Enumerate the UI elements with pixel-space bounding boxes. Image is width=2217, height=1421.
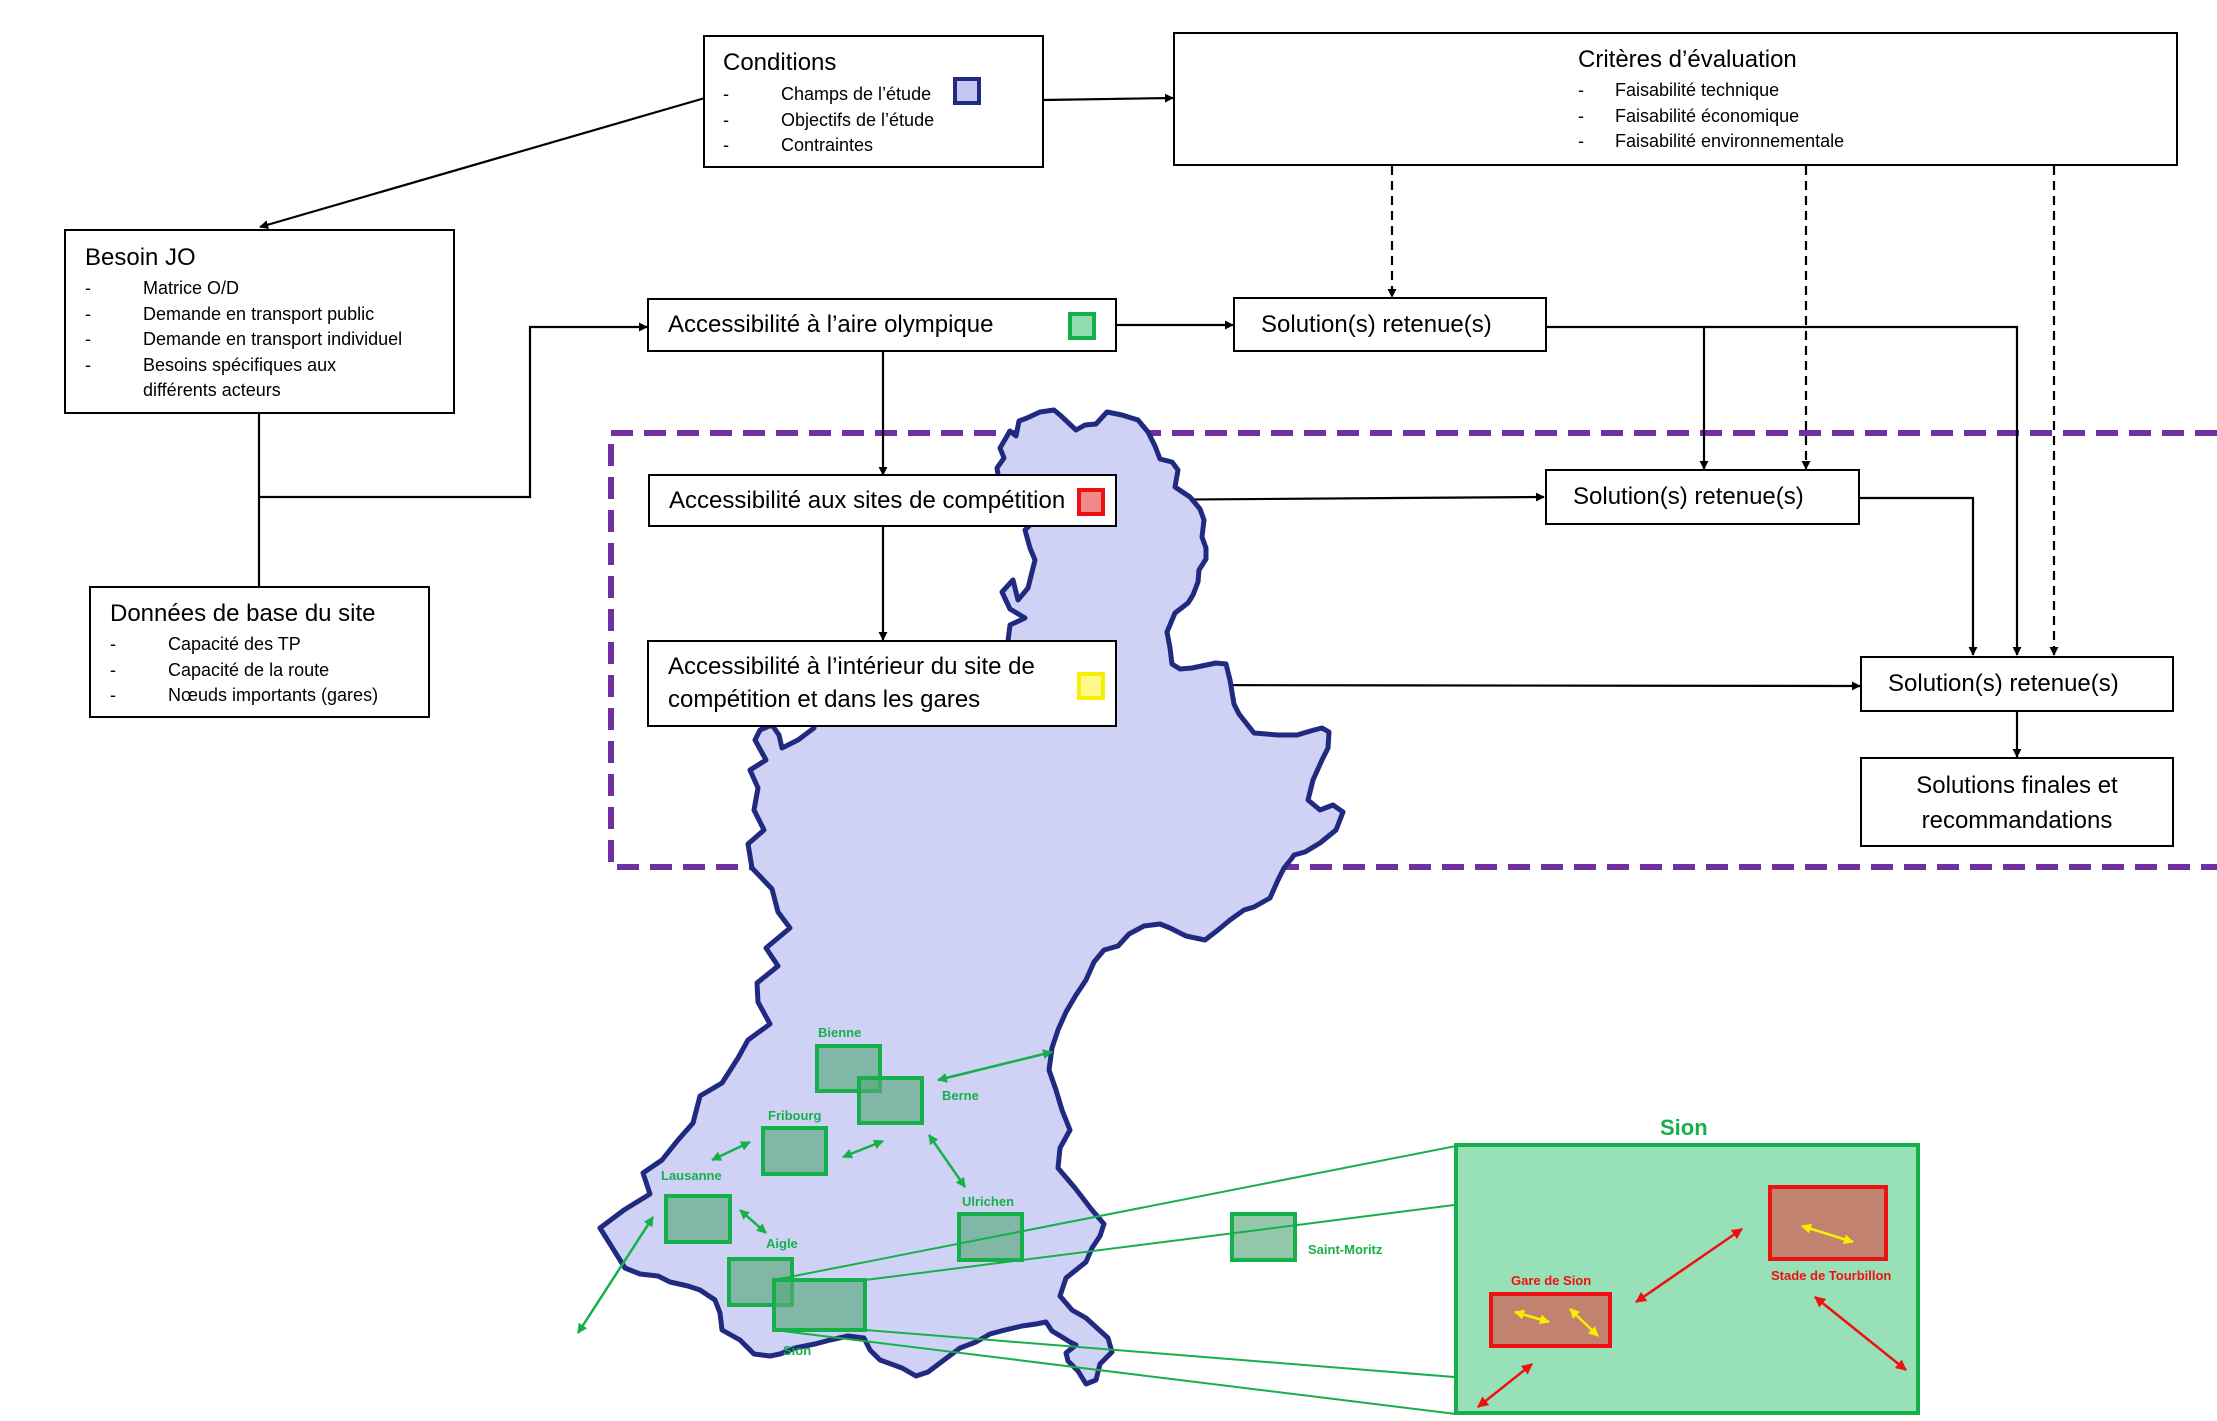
criteres-item: Faisabilité technique	[1578, 78, 1844, 104]
arrow-berne-east	[937, 1049, 1053, 1083]
stade-de-tourbillon-box	[1768, 1185, 1888, 1261]
solution-retenue-1: Solution(s) retenue(s)	[1233, 297, 1547, 352]
gare-de-sion-label: Gare de Sion	[1511, 1273, 1591, 1288]
besoin-item: Demande en transport public	[85, 302, 402, 328]
solutions-finales-label: Solutions finales et recommandations	[1916, 772, 2118, 834]
red-square-icon	[1077, 488, 1105, 516]
criteres-list: Faisabilité technique Faisabilité économ…	[1578, 78, 1844, 155]
conditions-item: Objectifs de l’étude	[723, 108, 934, 134]
lavender-square-icon	[953, 77, 981, 105]
city-box-lausanne	[664, 1194, 732, 1244]
conditions-title: Conditions	[723, 49, 837, 76]
arrow-conditions-criteres	[1042, 93, 1174, 103]
city-box-fribourg	[761, 1126, 828, 1176]
besoin-jo-box: Besoin JO Matrice O/D Demande en transpo…	[64, 229, 455, 414]
city-label-saint-moritz: Saint-Moritz	[1308, 1242, 1383, 1257]
donnees-item: Capacité des TP	[110, 632, 378, 658]
city-box-berne	[857, 1076, 924, 1125]
yellow-arrow-gare-2	[1569, 1308, 1599, 1337]
flow-arrows	[257, 93, 2022, 758]
yellow-square-icon	[1077, 672, 1105, 700]
solution-retenue-2-label: Solution(s) retenue(s)	[1573, 483, 1804, 510]
conditions-item: Contraintes	[723, 133, 934, 159]
arrow-lausanne-southwest	[576, 1216, 655, 1334]
yellow-arrow-gare-1	[1514, 1309, 1550, 1325]
city-label-bienne: Bienne	[818, 1025, 861, 1040]
accessibilite-aire-box: Accessibilité à l’aire olympique	[647, 298, 1117, 352]
arrow-gare-stade	[1635, 1227, 1743, 1304]
arrow-fribourg-lausanne	[711, 1140, 751, 1162]
city-label-berne: Berne	[942, 1088, 979, 1103]
city-box-saint-moritz	[1230, 1212, 1297, 1262]
gare-de-sion-box	[1489, 1292, 1612, 1348]
sion-zoom-title: Sion	[1660, 1115, 1708, 1140]
city-label-aigle: Aigle	[766, 1236, 798, 1251]
besoin-item: Besoins spécifiques aux différents acteu…	[85, 353, 402, 404]
yellow-arrow-stade	[1801, 1223, 1854, 1245]
criteres-item: Faisabilité économique	[1578, 104, 1844, 130]
besoin-item: Demande en transport individuel	[85, 327, 402, 353]
solution-retenue-3: Solution(s) retenue(s)	[1860, 656, 2174, 712]
criteres-item: Faisabilité environnementale	[1578, 129, 1844, 155]
besoin-item: Matrice O/D	[85, 276, 402, 302]
solution-retenue-3-label: Solution(s) retenue(s)	[1888, 670, 2119, 697]
besoin-jo-title: Besoin JO	[85, 244, 196, 271]
solutions-finales-box: Solutions finales et recommandations	[1860, 757, 2174, 847]
arrow-stade-southeast	[1814, 1296, 1907, 1371]
arrow-s2-s3	[1860, 496, 1978, 656]
accessibilite-interieur-box: Accessibilité à l’intérieur du site de c…	[647, 640, 1117, 727]
donnees-title: Données de base du site	[110, 600, 376, 627]
city-label-fribourg: Fribourg	[768, 1108, 821, 1123]
arrow-berne-ulrichen	[927, 1134, 967, 1188]
conditions-box: Conditions Champs de l’étude Objectifs d…	[703, 35, 1044, 168]
accessibilite-sites-box: Accessibilité aux sites de compétition	[648, 474, 1117, 527]
arrow-to-aire	[259, 322, 648, 499]
stade-de-tourbillon-label: Stade de Tourbillon	[1771, 1268, 1891, 1283]
city-label-lausanne: Lausanne	[661, 1168, 722, 1183]
arrow-berne-fribourg	[842, 1139, 884, 1159]
accessibilite-sites-label: Accessibilité aux sites de compétition	[669, 487, 1066, 514]
donnees-item: Capacité de la route	[110, 658, 378, 684]
conditions-list: Champs de l’étude Objectifs de l’étude C…	[723, 82, 934, 159]
solution-retenue-1-label: Solution(s) retenue(s)	[1261, 311, 1492, 338]
criteres-title: Critères d’évaluation	[1578, 46, 1797, 73]
accessibilite-interieur-label: Accessibilité à l’intérieur du site de c…	[668, 653, 1035, 713]
donnees-box: Données de base du site Capacité des TP …	[89, 586, 430, 718]
criteria-dashed-arrows	[1387, 166, 2059, 656]
switzerland-map: Bienne Berne Fribourg Lausanne Aigle Sio…	[576, 407, 1920, 1415]
city-box-sion	[772, 1278, 867, 1332]
arrow-gare-southwest	[1477, 1363, 1533, 1408]
conditions-item: Champs de l’étude	[723, 82, 934, 108]
city-label-ulrichen: Ulrichen	[962, 1194, 1014, 1209]
besoin-jo-list: Matrice O/D Demande en transport public …	[85, 276, 402, 404]
donnees-list: Capacité des TP Capacité de la route Nœu…	[110, 632, 378, 709]
donnees-item: Nœuds importants (gares)	[110, 683, 378, 709]
arrow-interieur-s3	[1115, 681, 1861, 691]
arrow-lausanne-aigle	[739, 1209, 767, 1234]
arrow-s1-s3	[1704, 325, 2022, 656]
criteres-box: Critères d’évaluation Faisabilité techni…	[1173, 32, 2178, 166]
accessibilite-aire-label: Accessibilité à l’aire olympique	[668, 311, 994, 338]
competition-zone-border	[608, 430, 2217, 870]
city-label-sion: Sion	[783, 1343, 811, 1358]
arrow-s1-s2	[1547, 325, 1709, 470]
green-square-icon	[1068, 312, 1096, 340]
arrow-conditions-besoin	[259, 96, 706, 230]
solution-retenue-2: Solution(s) retenue(s)	[1545, 469, 1860, 525]
